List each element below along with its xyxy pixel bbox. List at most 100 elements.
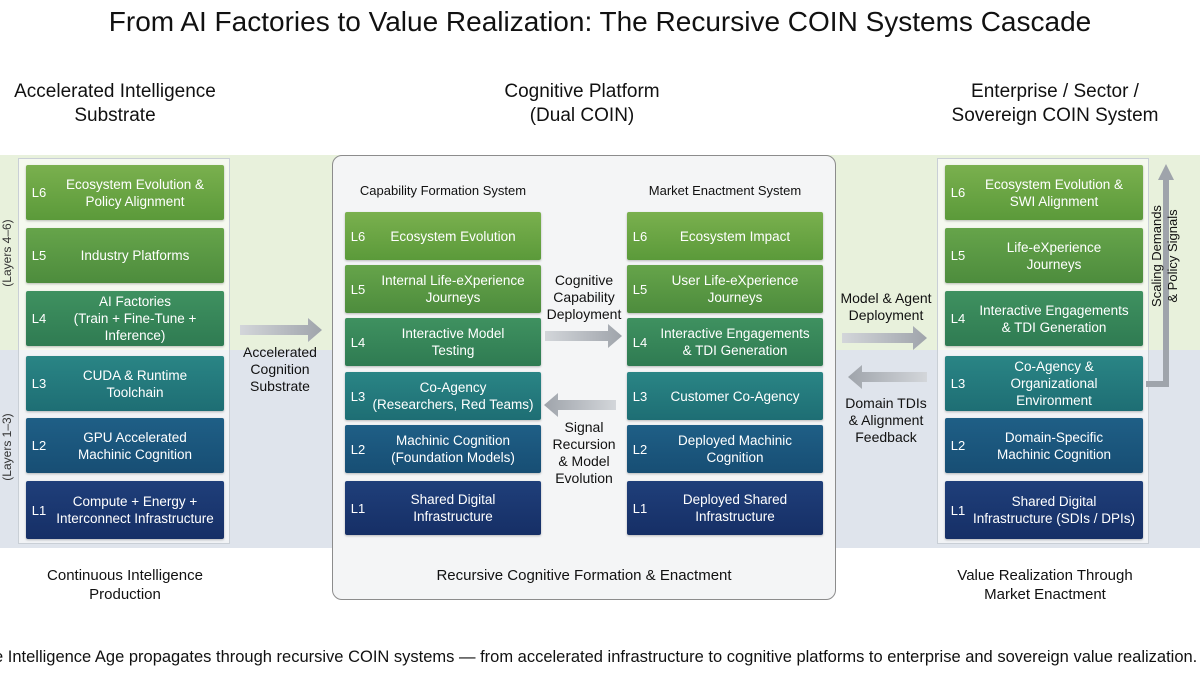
substrate-layer-code: L6 [31,185,47,200]
substrate-layer-line1: GPU Accelerated [83,429,187,445]
market-system-heading: Market Enactment System [648,183,802,198]
right-heading-line2: Sovereign COIN System [951,105,1159,126]
market-layer-line2: Infrastructure [695,509,775,524]
scaling-line1: Scaling Demands [1149,205,1164,307]
accelerated-line2: Cognition [250,361,310,377]
substrate-layer-line1: Industry Platforms [80,248,190,263]
market-layer-l6: L6 Ecosystem Impact [627,212,823,260]
substrate-layer-text: Ecosystem Evolution &Policy Alignment [52,176,224,210]
capability-layer-line2: Infrastructure [413,509,493,524]
left-bottom-line1: Continuous Intelligence [47,567,203,584]
signal-recursion-label: Signal Recursion & Model Evolution [540,419,628,487]
enterprise-layer-text: Ecosystem Evolution &SWI Alignment [971,176,1143,210]
left-bottom-line2: Production [89,586,161,603]
scaling-demands-label: Scaling Demands & Policy Signals [1149,191,1181,321]
market-layer-line1: Customer Co-Agency [670,388,800,404]
substrate-layer-text: AI Factories(Train + Fine-Tune + Inferen… [52,293,224,344]
capability-layer-code: L6 [350,228,366,244]
accelerated-line1: Accelerated [243,344,317,360]
market-layer-code: L5 [632,281,648,297]
right-bottom-label: Value Realization Through Market Enactme… [930,566,1160,604]
market-layer-line1: Deployed Shared [682,492,788,507]
substrate-layer-code: L2 [31,438,47,453]
substrate-layer-line1: Compute + Energy + [72,494,198,509]
enterprise-layer-text: Interactive Engagements& TDI Generation [971,302,1143,336]
accelerated-line3: Substrate [250,378,310,394]
substrate-layer-line2: (Train + Fine-Tune + Inference) [73,311,197,343]
market-layer-line1: Ecosystem Impact [679,228,791,244]
substrate-layer-line2: Interconnect Infrastructure [56,511,214,526]
market-layer-line1: Interactive Engagements [660,326,810,341]
capability-layer-text: Machinic Cognition(Foundation Models) [371,432,541,466]
signal-line2: Recursion [552,436,616,452]
capability-layer-line1: Shared Digital [410,492,496,507]
enterprise-layer-code: L2 [950,438,966,453]
capability-system-heading: Capability Formation System [359,183,527,198]
market-layer-line2: Journeys [707,290,763,305]
market-layer-text: Customer Co-Agency [653,388,823,405]
capability-layer-line1: Co-Agency [419,380,487,395]
domain-tdis-line2: & Alignment [848,412,924,428]
enterprise-layer-line1: Ecosystem Evolution & [984,176,1124,192]
left-bottom-label: Continuous Intelligence Production [20,566,230,604]
capability-line3: Deployment [546,306,622,322]
substrate-layer-code: L1 [31,502,47,518]
enterprise-layer-code: L5 [950,248,966,263]
capability-layer-line1: Ecosystem Evolution [390,228,516,244]
left-heading-line2: Substrate [74,105,156,126]
capability-layer-text: Co-Agency(Researchers, Red Teams) [371,379,541,413]
substrate-layer-line1: Ecosystem Evolution & [65,176,205,192]
model-agent-label: Model & Agent Deployment [834,290,938,324]
center-bottom-label: Recursive Cognitive Formation & Enactmen… [436,567,732,584]
market-layer-code: L2 [632,441,648,457]
domain-tdis-line1: Domain TDIs [845,395,927,411]
enterprise-layer-line2: Machinic Cognition [996,446,1112,462]
left-column-heading: Accelerated Intelligence Substrate [0,80,230,128]
accelerated-flow-label: Accelerated Cognition Substrate [236,344,324,395]
signal-line3: & Model [558,453,610,469]
capability-layer-line1: Machinic Cognition [395,433,511,448]
capability-layer-line2: Journeys [425,290,481,305]
capability-layer-code: L4 [350,334,366,350]
domain-tdis-line3: Feedback [855,429,917,445]
left-panel [18,158,230,544]
enterprise-layer-line1: Co-Agency & [1014,359,1094,374]
enterprise-layer-code: L1 [950,502,966,518]
substrate-layer-code: L3 [31,376,47,391]
signal-line4: Evolution [555,470,613,486]
substrate-layer-line1: CUDA & Runtime [82,367,188,383]
market-layer-code: L6 [632,228,648,244]
capability-layer-text: Ecosystem Evolution [371,228,541,245]
market-layer-line1: Deployed Machinic [677,433,793,448]
enterprise-layer-code: L4 [950,311,966,326]
substrate-layer-code: L5 [31,248,47,263]
scaling-line2: & Policy Signals [1165,209,1180,303]
right-column-heading: Enterprise / Sector / Sovereign COIN Sys… [930,80,1180,128]
capability-layer-code: L3 [350,388,366,404]
right-panel [937,158,1149,544]
substrate-layer-line2: Toolchain [106,384,164,400]
center-column-heading: Cognitive Platform (Dual COIN) [432,80,732,128]
enterprise-layer-line2: Organizational Environment [1010,376,1098,408]
enterprise-layer-line1: Interactive Engagements [979,302,1129,318]
model-agent-line1: Model & Agent [840,290,932,306]
